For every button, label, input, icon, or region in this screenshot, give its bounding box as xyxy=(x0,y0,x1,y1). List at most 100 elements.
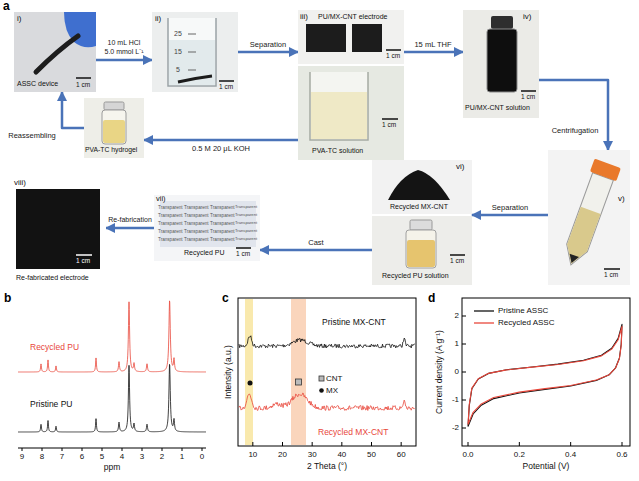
axis-text: 2 Theta (°) xyxy=(307,462,347,472)
panel-letter: d xyxy=(428,292,435,306)
arrow-label: Cast xyxy=(291,238,341,247)
graphic xyxy=(102,110,126,144)
axis-text: 50 xyxy=(367,450,376,459)
cv-curve xyxy=(468,326,622,424)
photo-panel: v)1 cm xyxy=(548,150,630,285)
axis-text: 8 xyxy=(40,452,44,461)
axis-tick xyxy=(468,442,469,446)
graphic xyxy=(154,195,260,261)
graphic xyxy=(406,230,436,268)
panel-text: Transparent xyxy=(235,229,257,234)
axis-text: 3 xyxy=(140,452,144,461)
panel-text: 1 cm xyxy=(219,83,233,90)
photo-panel: PVA-TC hydrogel xyxy=(84,98,144,158)
panel-text: 15 xyxy=(174,48,182,56)
axis-tick xyxy=(341,442,342,446)
panel-text: 5 xyxy=(176,66,180,74)
process-arrow xyxy=(96,59,152,62)
process-arrow xyxy=(260,249,372,252)
axis-text: Pristine PU xyxy=(30,400,73,410)
panel-text: PU/MX-CNT solution xyxy=(465,104,530,112)
legend-sample xyxy=(319,376,324,381)
panel-text: 25 xyxy=(174,30,182,38)
graphic xyxy=(16,189,100,269)
photo-illustration xyxy=(12,178,106,290)
panel-letter: a xyxy=(3,0,10,14)
panel-text: Recycled PU xyxy=(184,249,224,257)
nmr-spectrum xyxy=(18,301,206,372)
axis-tick xyxy=(462,372,466,373)
axis-tick xyxy=(312,442,313,446)
axis-text: 0.2 xyxy=(514,450,525,459)
panel-text: PU/MX-CNT electrode xyxy=(318,13,388,21)
photo-panel: iii)PU/MX-CNT electrode1 cmPVA-TC soluti… xyxy=(298,10,404,160)
graphic xyxy=(36,36,78,72)
graphic xyxy=(521,90,536,92)
panel-text: viii) xyxy=(14,178,26,187)
axis-text: 9 xyxy=(20,452,24,461)
axis-text: Recycled PU xyxy=(30,343,79,353)
legend-text: Recycled ASSC xyxy=(498,318,554,327)
graphic xyxy=(463,10,539,118)
legend-sample xyxy=(474,310,494,311)
xrd-frame xyxy=(238,298,416,446)
panel-text: Transparent xyxy=(158,205,183,210)
axis-tick xyxy=(570,442,571,446)
graphic xyxy=(152,12,238,92)
axis-text: ppm xyxy=(104,463,121,473)
arrow-label: 15 mL THF xyxy=(405,40,461,49)
panel-text: i) xyxy=(17,14,21,23)
axis-text: 1 xyxy=(180,452,184,461)
graphic xyxy=(84,98,144,158)
axis-text: 0.4 xyxy=(565,450,576,459)
axis-tick xyxy=(282,442,283,446)
axis-tick xyxy=(462,428,466,429)
axis-tick xyxy=(519,442,520,446)
panel-text: iv) xyxy=(523,12,531,21)
graphic xyxy=(590,159,621,182)
graphic xyxy=(372,216,472,285)
panel-text: 1 cm xyxy=(236,250,250,257)
photo-panel: i)ASSC device1 cm xyxy=(14,12,96,92)
panel-text: 1 cm xyxy=(382,121,396,128)
panel-text: Recycled PU solution xyxy=(382,272,449,280)
mx-band xyxy=(245,299,253,445)
panel-text: Transparent xyxy=(235,213,257,218)
photo-panel: vi)Recycled MX-CNTRecycled PU solution1 … xyxy=(372,160,472,285)
panel-text: Transparent xyxy=(235,237,257,242)
photo-illustration xyxy=(152,12,238,92)
panel-text: 1 cm xyxy=(76,257,90,264)
panel-text: Transparent xyxy=(184,221,209,226)
arrow-label: 10 mL HCl 5.0 mmol L⁻¹ xyxy=(103,39,146,56)
axis-text: 2 xyxy=(455,311,459,320)
process-arrow xyxy=(144,139,298,142)
photo-panel: vii)Recycled PU1 cmTransparentTransparen… xyxy=(154,195,260,261)
graphic xyxy=(188,52,196,53)
arrow-label: 0.5 M 20 μL KOH xyxy=(166,144,276,153)
graphic xyxy=(386,49,401,51)
nmr-axis xyxy=(18,448,206,449)
axis-tick xyxy=(462,316,466,317)
panel-text: Transparent xyxy=(158,229,183,234)
axis-tick xyxy=(401,442,402,446)
axis-text: 1 xyxy=(455,339,459,348)
panel-text: Transparent xyxy=(158,237,183,242)
axis-tick xyxy=(22,448,23,451)
axis-text: -1 xyxy=(452,395,459,404)
panel-text: 1 cm xyxy=(521,93,535,100)
axis-text: 0.6 xyxy=(616,450,627,459)
axis-text: 5 xyxy=(100,452,104,461)
axis-text: 7 xyxy=(60,452,64,461)
axis-tick xyxy=(102,448,103,451)
axis-text: 2 xyxy=(160,452,164,461)
legend-sample xyxy=(474,322,494,323)
graphic xyxy=(188,34,196,35)
arrow-label: Separation xyxy=(239,40,297,49)
panel-text: Transparent xyxy=(235,221,257,226)
legend-text: CNT xyxy=(326,374,342,383)
axis-text: 0 xyxy=(200,452,204,461)
graphic xyxy=(487,29,517,92)
cv-frame xyxy=(462,298,630,446)
panel-text: Re-fabricated electrode xyxy=(16,274,89,282)
